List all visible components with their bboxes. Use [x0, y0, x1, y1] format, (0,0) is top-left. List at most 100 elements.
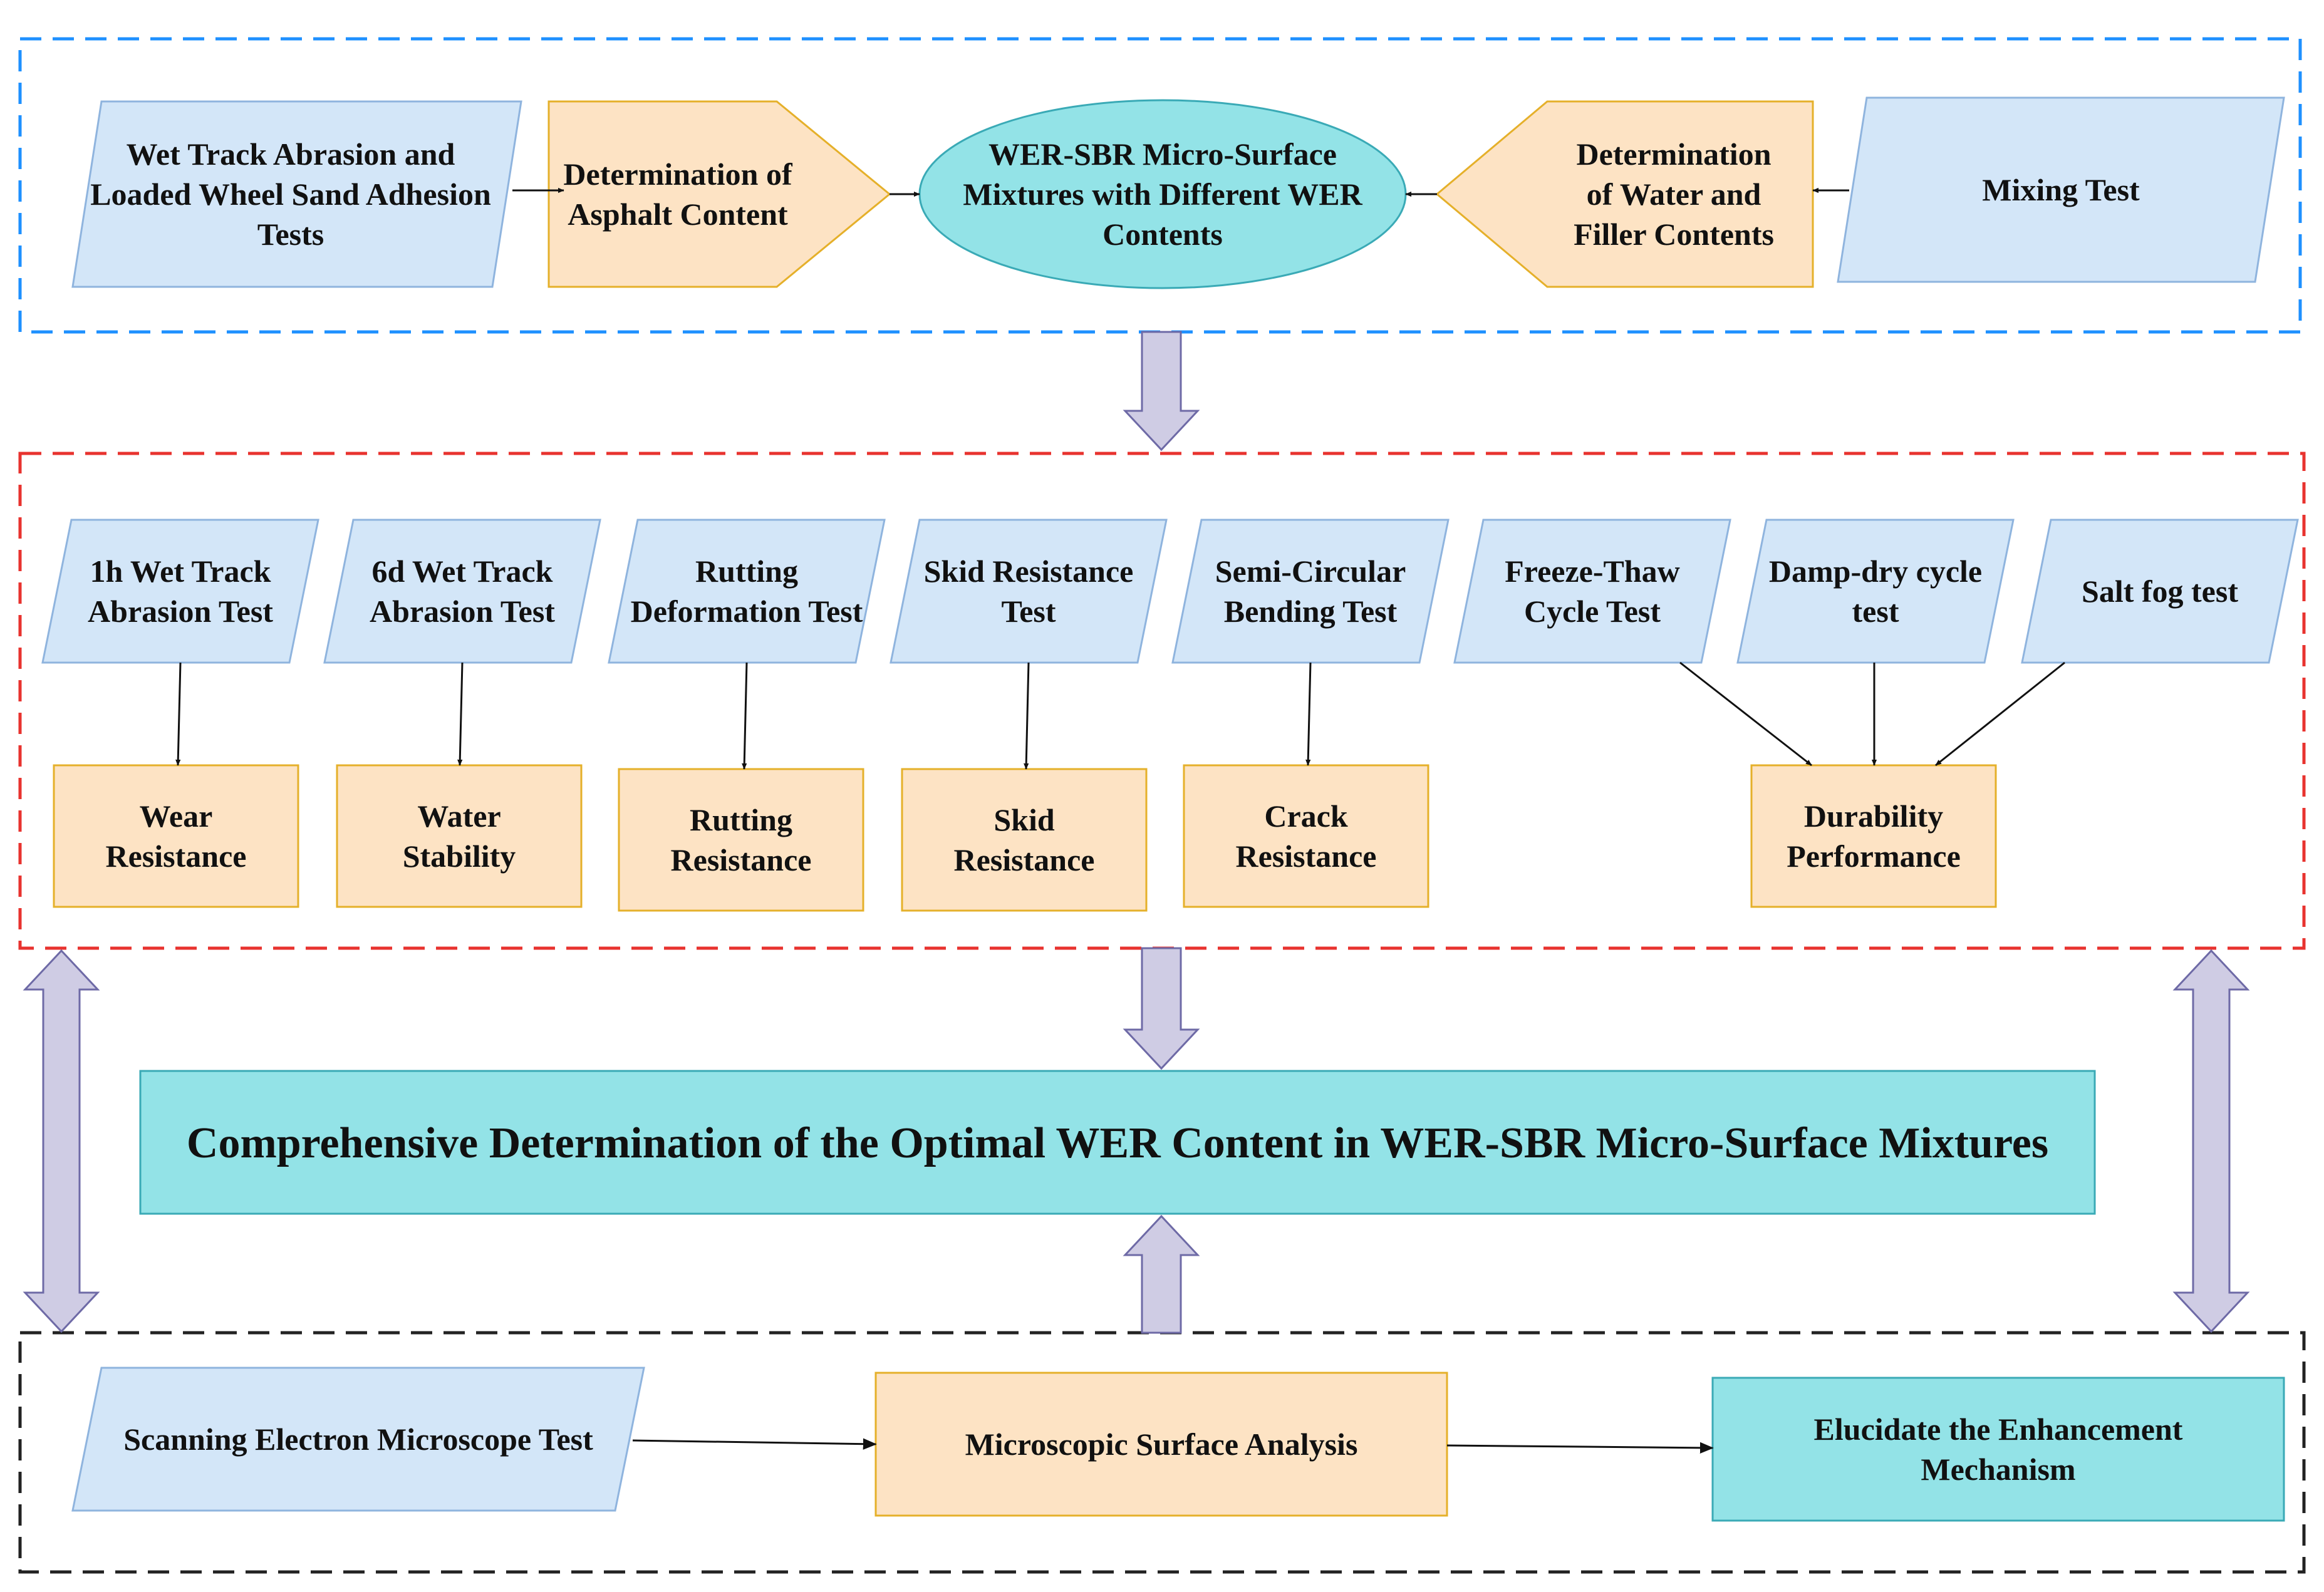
node-result-5-label-line: Crack — [1264, 799, 1347, 834]
flow-arrow-performance-mechanism-left — [23, 949, 100, 1333]
node-optimal-wer-content-shape — [139, 1070, 2096, 1215]
node-test-7: Damp-dry cycle test — [1736, 519, 2015, 664]
node-result-4-shape — [901, 768, 1148, 912]
node-test-8-shape — [2021, 519, 2299, 664]
node-wet-track-sand-adhesion-tests-label-line: Wet Track Abrasion and — [127, 137, 455, 172]
node-mixing-test: Mixing Test — [1837, 96, 2285, 283]
node-sem-test: Scanning Electron Microscope Test — [71, 1367, 645, 1512]
flow-arrows — [23, 331, 2250, 1334]
node-test-1-label-line: Abrasion Test — [88, 594, 273, 629]
node-microscopic-surface-analysis-label: Microscopic Surface Analysis — [965, 1427, 1358, 1462]
node-sem-test-label: Scanning Electron Microscope Test — [123, 1422, 593, 1457]
node-result-1-label-line: Resistance — [106, 839, 247, 874]
node-wet-track-sand-adhesion-tests-label-line: Loaded Wheel Sand Adhesion — [90, 177, 491, 212]
node-microscopic-surface-analysis-label-line: Microscopic Surface Analysis — [965, 1427, 1358, 1462]
node-water-filler-contents-label-line: Determination — [1576, 137, 1771, 172]
node-result-6-label-line: Durability — [1804, 799, 1943, 834]
node-enhancement-mechanism-label-line: Elucidate the Enhancement — [1814, 1412, 2183, 1447]
node-mixing-test-shape — [1837, 96, 2285, 283]
node-mixing-test-label: Mixing Test — [1982, 172, 2140, 207]
node-result-1-label-line: Wear — [140, 799, 213, 834]
node-sem-test-label-line: Scanning Electron Microscope Test — [123, 1422, 593, 1457]
node-test-7-label-line: test — [1852, 594, 1899, 629]
node-wet-track-sand-adhesion-tests-shape — [71, 100, 522, 288]
node-test-5-label-line: Bending Test — [1224, 594, 1398, 629]
node-test-7-label-line: Damp-dry cycle — [1769, 554, 1982, 589]
node-test-4-label-line: Skid Resistance — [924, 554, 1134, 589]
node-asphalt-content-shape — [547, 100, 891, 288]
node-test-7-label: Damp-dry cycle test — [1769, 554, 1982, 629]
node-test-4-shape — [890, 519, 1168, 664]
connector-test-1-to-result — [175, 662, 182, 766]
node-test-3-label-line: Deformation Test — [631, 594, 863, 629]
node-result-6-label-line: Performance — [1787, 839, 1961, 874]
connector-test-3-to-result — [742, 662, 748, 770]
connector-lines — [175, 187, 2065, 1454]
node-test-1-label-line: 1h Wet Track — [90, 554, 271, 589]
node-wer-sbr-mixtures-label-line: WER-SBR Micro-Surface — [988, 137, 1337, 172]
node-optimal-wer-content: Comprehensive Determination of the Optim… — [139, 1070, 2096, 1215]
node-result-2-label-line: Water — [417, 799, 501, 834]
node-wet-track-sand-adhesion-tests-label-line: Tests — [257, 217, 324, 252]
node-asphalt-content-label-line: Asphalt Content — [568, 197, 788, 232]
connector-test-5-to-result — [1305, 662, 1312, 766]
node-test-8: Salt fog test — [2021, 519, 2299, 664]
node-asphalt-content: Determination of Asphalt Content — [547, 100, 891, 288]
connector-freeze-thaw-to-durability — [1679, 661, 1812, 767]
node-test-8-label: Salt fog test — [2082, 574, 2238, 609]
flow-arrow-performance-to-conclusion — [1123, 947, 1200, 1070]
node-enhancement-mechanism-label-line: Mechanism — [1921, 1452, 2075, 1487]
node-test-6-label-line: Cycle Test — [1524, 594, 1661, 629]
node-result-2-label-line: Stability — [403, 839, 516, 874]
flow-arrow-performance-mechanism-right — [2172, 949, 2250, 1333]
connector-test-4-to-result — [1024, 662, 1030, 770]
node-result-4-label-line: Skid — [993, 802, 1055, 837]
node-wer-sbr-mixtures-label-line: Contents — [1102, 217, 1223, 252]
node-test-5-label-line: Semi-Circular — [1215, 554, 1406, 589]
node-result-3-label-line: Resistance — [671, 842, 812, 877]
node-asphalt-content-label: Determination of Asphalt Content — [563, 157, 793, 232]
node-optimal-wer-content-label-line: Comprehensive Determination of the Optim… — [187, 1119, 2048, 1167]
node-result-5-label-line: Resistance — [1236, 839, 1377, 874]
node-test-3-shape — [608, 519, 886, 664]
node-test-7-shape — [1736, 519, 2015, 664]
node-result-1-shape — [53, 764, 299, 908]
node-test-1-shape — [41, 519, 319, 664]
node-test-6-shape — [1453, 519, 1731, 664]
node-microscopic-surface-analysis: Microscopic Surface Analysis — [874, 1372, 1448, 1517]
node-wer-sbr-mixtures-label-line: Mixtures with Different WER — [963, 177, 1362, 212]
node-test-4-label-line: Test — [1001, 594, 1056, 629]
node-test-8-label-line: Salt fog test — [2082, 574, 2238, 609]
node-result-3-shape — [618, 768, 864, 912]
node-result-4-label-line: Resistance — [954, 842, 1095, 877]
node-asphalt-content-label-line: Determination of — [563, 157, 793, 192]
